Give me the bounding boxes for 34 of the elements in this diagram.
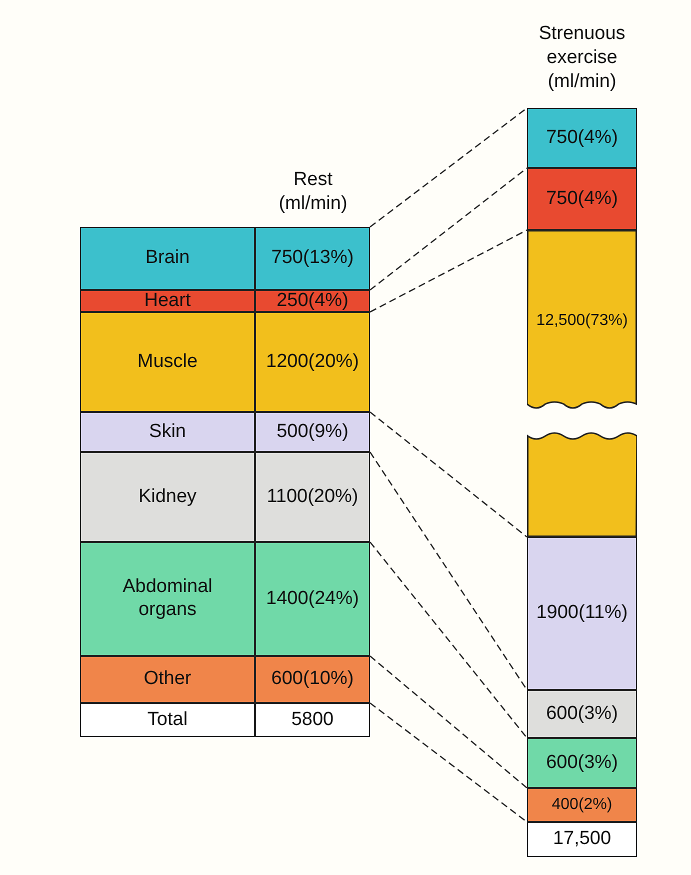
flow-value-cell: 600(3%) xyxy=(527,738,637,788)
total-cell: 17,500 xyxy=(527,822,637,857)
dashed-connector xyxy=(370,229,528,313)
organ-cell: Abdominal organs xyxy=(80,542,255,656)
flow-value-cell: 600(3%) xyxy=(527,690,637,738)
organ-cell: Brain xyxy=(80,227,255,290)
flow-value-cell: 500(9%) xyxy=(255,412,370,452)
total-cell: Total xyxy=(80,703,255,737)
flow-value-cell: 1200(20%) xyxy=(255,312,370,412)
organ-cell: Kidney xyxy=(80,452,255,542)
flow-value-cell: 750(4%) xyxy=(527,168,637,230)
column-header: Strenuous exercise (ml/min) xyxy=(538,22,626,94)
flow-value-cell: 1900(11%) xyxy=(527,537,637,690)
flow-value-cell: 750(13%) xyxy=(255,227,370,290)
dashed-connector xyxy=(370,167,528,291)
column-header: Rest (ml/min) xyxy=(278,168,348,216)
organ-cell: Other xyxy=(80,656,255,703)
flow-value-cell: 750(4%) xyxy=(527,108,637,168)
total-cell: 5800 xyxy=(255,703,370,737)
dashed-connector xyxy=(369,452,528,690)
dashed-connector xyxy=(370,412,528,538)
organ-cell: Heart xyxy=(80,290,255,312)
flow-value-cell: 1100(20%) xyxy=(255,452,370,542)
dashed-connector xyxy=(370,542,528,738)
dashed-connector xyxy=(370,702,528,823)
flow-value-cell: 12,500(73%) xyxy=(527,230,637,412)
flow-value-cell: 1400(24%) xyxy=(255,542,370,656)
flow-value-cell: 250(4%) xyxy=(255,290,370,312)
organ-cell: Skin xyxy=(80,412,255,452)
flow-value-cell: 400(2%) xyxy=(527,788,637,822)
organ-cell: Muscle xyxy=(80,312,255,412)
flow-value-cell: 600(10%) xyxy=(255,656,370,703)
dashed-connector xyxy=(370,107,528,228)
dashed-connector xyxy=(370,656,528,788)
